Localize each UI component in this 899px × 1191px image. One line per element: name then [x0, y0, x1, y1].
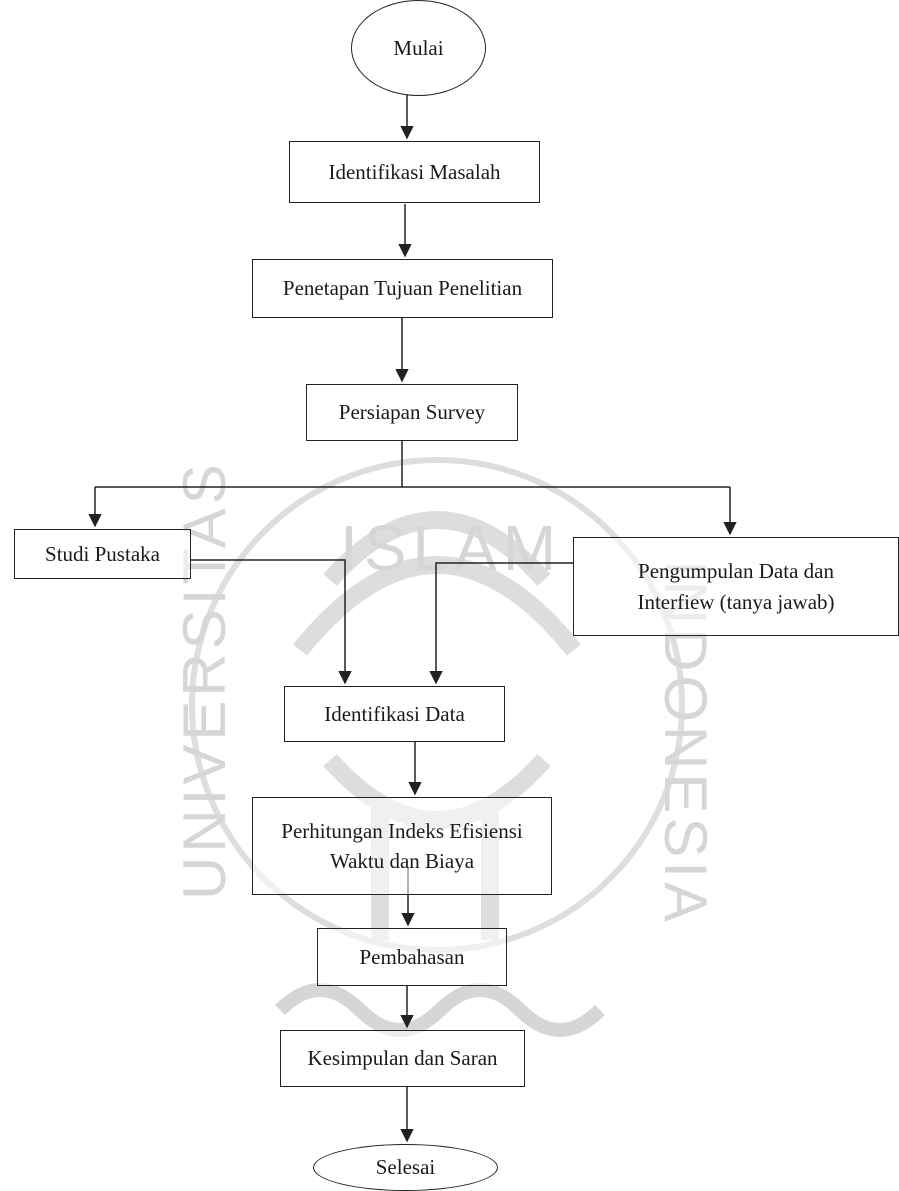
end-terminal: Selesai — [313, 1144, 498, 1191]
start-terminal: Mulai — [351, 0, 486, 96]
pembahasan-label: Pembahasan — [359, 944, 465, 969]
penetapan-tujuan-box: Penetapan Tujuan Penelitian — [252, 259, 553, 318]
studi-pustaka-label: Studi Pustaka — [45, 541, 160, 566]
persiapan-survey-box: Persiapan Survey — [306, 384, 518, 441]
pengumpulan-data-label: Pengumpulan Data dan Interfiew (tanya ja… — [637, 559, 835, 614]
start-label: Mulai — [393, 35, 444, 60]
arrow-pengumpulan-to-identifikasi-data — [429, 562, 573, 685]
kesimpulan-label: Kesimpulan dan Saran — [307, 1046, 498, 1071]
pembahasan-box: Pembahasan — [317, 928, 507, 986]
persiapan-survey-label: Persiapan Survey — [338, 400, 486, 425]
identifikasi-data-box: Identifikasi Data — [284, 686, 505, 742]
perhitungan-label: Perhitungan Indeks Efisiensi Waktu dan B… — [281, 818, 523, 873]
identifikasi-masalah-label: Identifikasi Masalah — [328, 159, 501, 184]
kesimpulan-box: Kesimpulan dan Saran — [280, 1030, 525, 1087]
end-label: Selesai — [375, 1155, 436, 1180]
watermark-arabic-calligraphy — [275, 983, 605, 1037]
identifikasi-masalah-box: Identifikasi Masalah — [289, 141, 540, 203]
watermark-top-text: ISLAM — [340, 512, 562, 584]
studi-pustaka-box: Studi Pustaka — [14, 529, 191, 579]
penetapan-tujuan-label: Penetapan Tujuan Penelitian — [282, 276, 523, 301]
identifikasi-data-label: Identifikasi Data — [324, 701, 465, 726]
arrow-studi-to-identifikasi-data — [190, 559, 352, 685]
pengumpulan-data-box: Pengumpulan Data dan Interfiew (tanya ja… — [573, 537, 899, 636]
perhitungan-box: Perhitungan Indeks Efisiensi Waktu dan B… — [252, 797, 552, 895]
